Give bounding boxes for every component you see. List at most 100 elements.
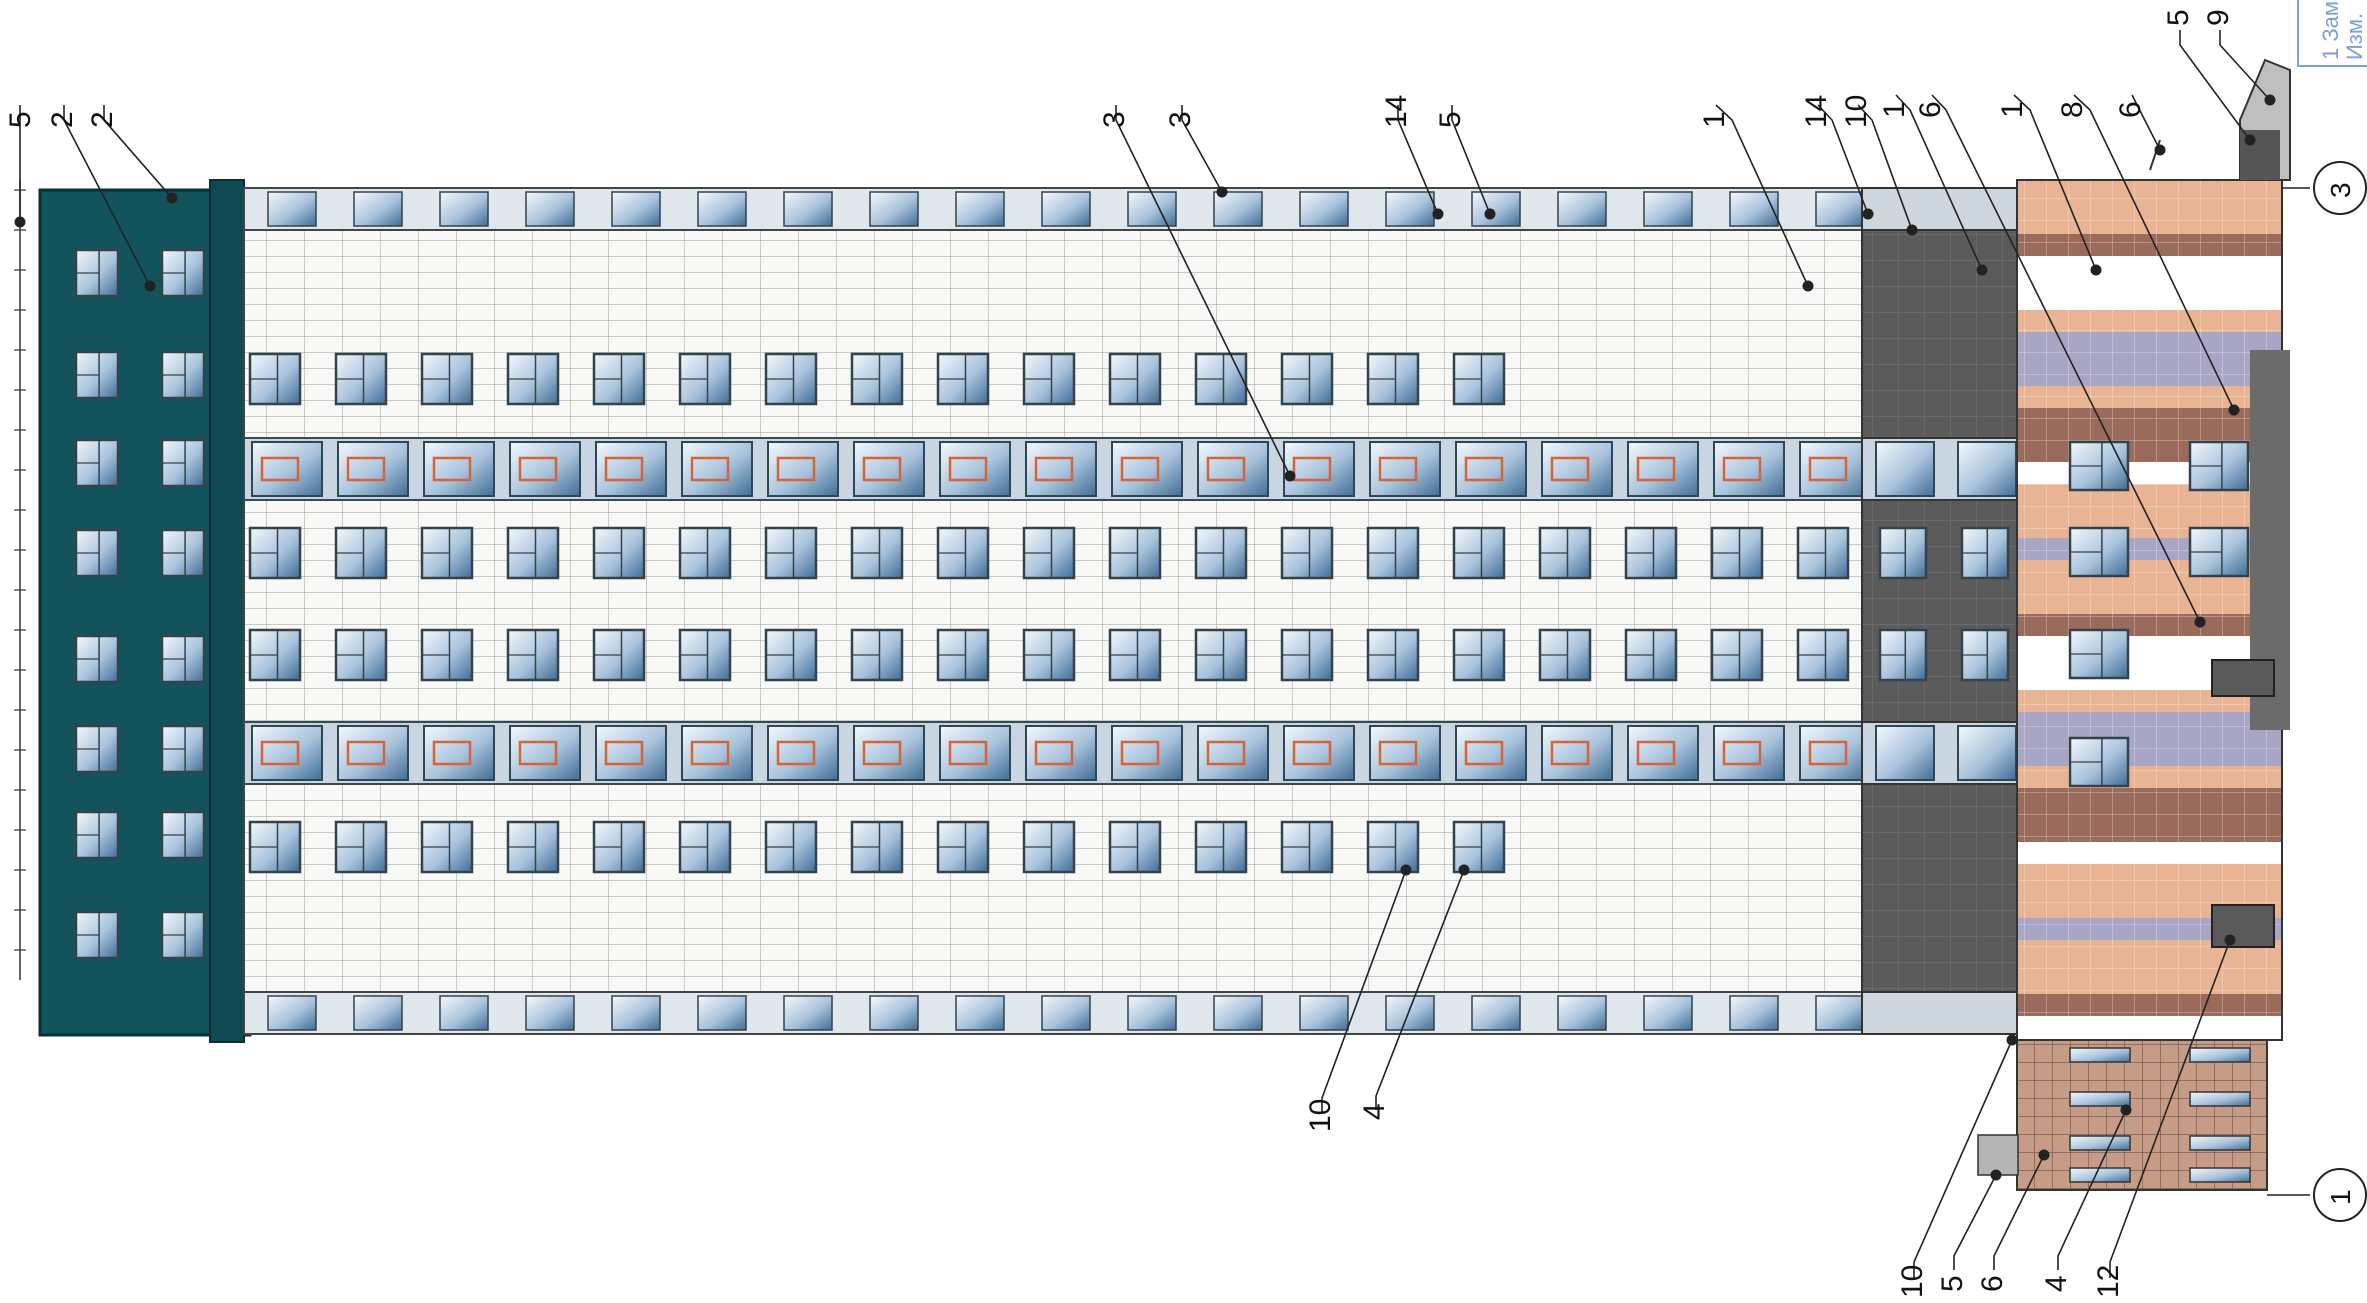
facade-window [1022, 352, 1076, 406]
strip-window [767, 725, 839, 781]
orange-frame [1292, 456, 1332, 482]
strip-window [939, 441, 1011, 497]
facade-window [1538, 628, 1592, 682]
callout-label: 5 [1936, 1275, 1969, 1292]
leader-line [1451, 105, 1491, 215]
strip-window [423, 441, 495, 497]
band-window [1385, 995, 1435, 1031]
strip-window [1799, 725, 1871, 781]
callout-label: 1 [1698, 111, 1731, 128]
callout-label: 4 [2040, 1275, 2073, 1292]
facade-window [678, 820, 732, 874]
band-window [611, 191, 661, 227]
orange-frame [948, 740, 988, 766]
facade-window [420, 820, 474, 874]
dark-gray-section [1861, 187, 2018, 1035]
orange-frame [1292, 740, 1332, 766]
teal-window [74, 248, 120, 298]
leader-dot [2264, 94, 2276, 106]
leader-dot [1976, 264, 1988, 276]
leader-dot [2228, 404, 2240, 416]
strip-window [939, 725, 1011, 781]
facade-window [764, 352, 818, 406]
facade-window [592, 820, 646, 874]
band-window [353, 995, 403, 1031]
callout-label: 6 [2114, 101, 2147, 118]
band-window [1041, 191, 1091, 227]
leader-line [1895, 94, 1983, 271]
axis-label: 3 [2325, 182, 2356, 198]
orange-frame [776, 456, 816, 482]
leader-line [1375, 869, 1465, 1110]
teal-window [160, 248, 206, 298]
gray-window [1960, 526, 2010, 580]
facade-window [334, 526, 388, 580]
leader-line [63, 105, 151, 287]
orange-frame [518, 456, 558, 482]
leader-dot [1990, 1169, 2002, 1181]
orange-frame [1206, 456, 1246, 482]
band-window [1213, 191, 1263, 227]
band-window [955, 191, 1005, 227]
leader-dot [2120, 1104, 2132, 1116]
podium-window [2069, 1135, 2131, 1151]
leader-line [2057, 1109, 2127, 1270]
orange-frame [948, 456, 988, 482]
strip-window [1025, 441, 1097, 497]
band-window [267, 995, 317, 1031]
facade-window [248, 526, 302, 580]
gray-window [1878, 628, 1928, 682]
facade-window [1280, 352, 1334, 406]
band-window [1557, 995, 1607, 1031]
gray-window [1960, 628, 2010, 682]
orange-frame [1722, 740, 1762, 766]
axis-label: 1 [2325, 1189, 2356, 1205]
callout-label: 4 [1358, 1103, 1391, 1120]
callouts-mid-bottom: 10 4 [1304, 1099, 1391, 1132]
leader-line [2179, 30, 2251, 141]
band-window [611, 995, 661, 1031]
brick-window [2068, 440, 2130, 492]
leader-dot [144, 280, 156, 292]
band-window [525, 191, 575, 227]
facade-window [764, 820, 818, 874]
orange-frame [1722, 456, 1762, 482]
podium-section [1977, 1039, 2268, 1191]
band-window [525, 995, 575, 1031]
facade-window [334, 352, 388, 406]
leader-dot [2090, 264, 2102, 276]
podium-window [2069, 1047, 2131, 1063]
gray-window [1878, 526, 1928, 580]
facade-window [1366, 352, 1420, 406]
facade-window [506, 628, 560, 682]
orange-frame [1034, 456, 1074, 482]
leader-dot [1906, 224, 1918, 236]
callout-label: 2 [46, 111, 79, 128]
band-window [439, 995, 489, 1031]
band-window [697, 995, 747, 1031]
leader-line [1115, 105, 1291, 477]
facade-window [1108, 526, 1162, 580]
callout-label: 5 [2162, 9, 2195, 26]
facade-window [1366, 526, 1420, 580]
band-window [1385, 191, 1435, 227]
facade-window [1366, 820, 1420, 874]
leader-line [1817, 104, 1869, 215]
strip-window [337, 725, 409, 781]
band-window [783, 191, 833, 227]
facade-window [1022, 820, 1076, 874]
facade-window [334, 820, 388, 874]
facade-window [1194, 628, 1248, 682]
orange-frame [260, 740, 300, 766]
band-window [1213, 995, 1263, 1031]
facade-window [506, 526, 560, 580]
teal-window [160, 634, 206, 684]
facade-window [936, 526, 990, 580]
orange-frame [776, 740, 816, 766]
callouts-top: 5 2 2 3 3 14 5 1 14 10 1 6 1 8 6 5 9 [4, 9, 2235, 128]
strip-window [853, 725, 925, 781]
orange-frame [1464, 740, 1504, 766]
leader-dot [1802, 280, 1814, 292]
strip-window [1111, 725, 1183, 781]
vent-block-2 [2211, 904, 2275, 948]
